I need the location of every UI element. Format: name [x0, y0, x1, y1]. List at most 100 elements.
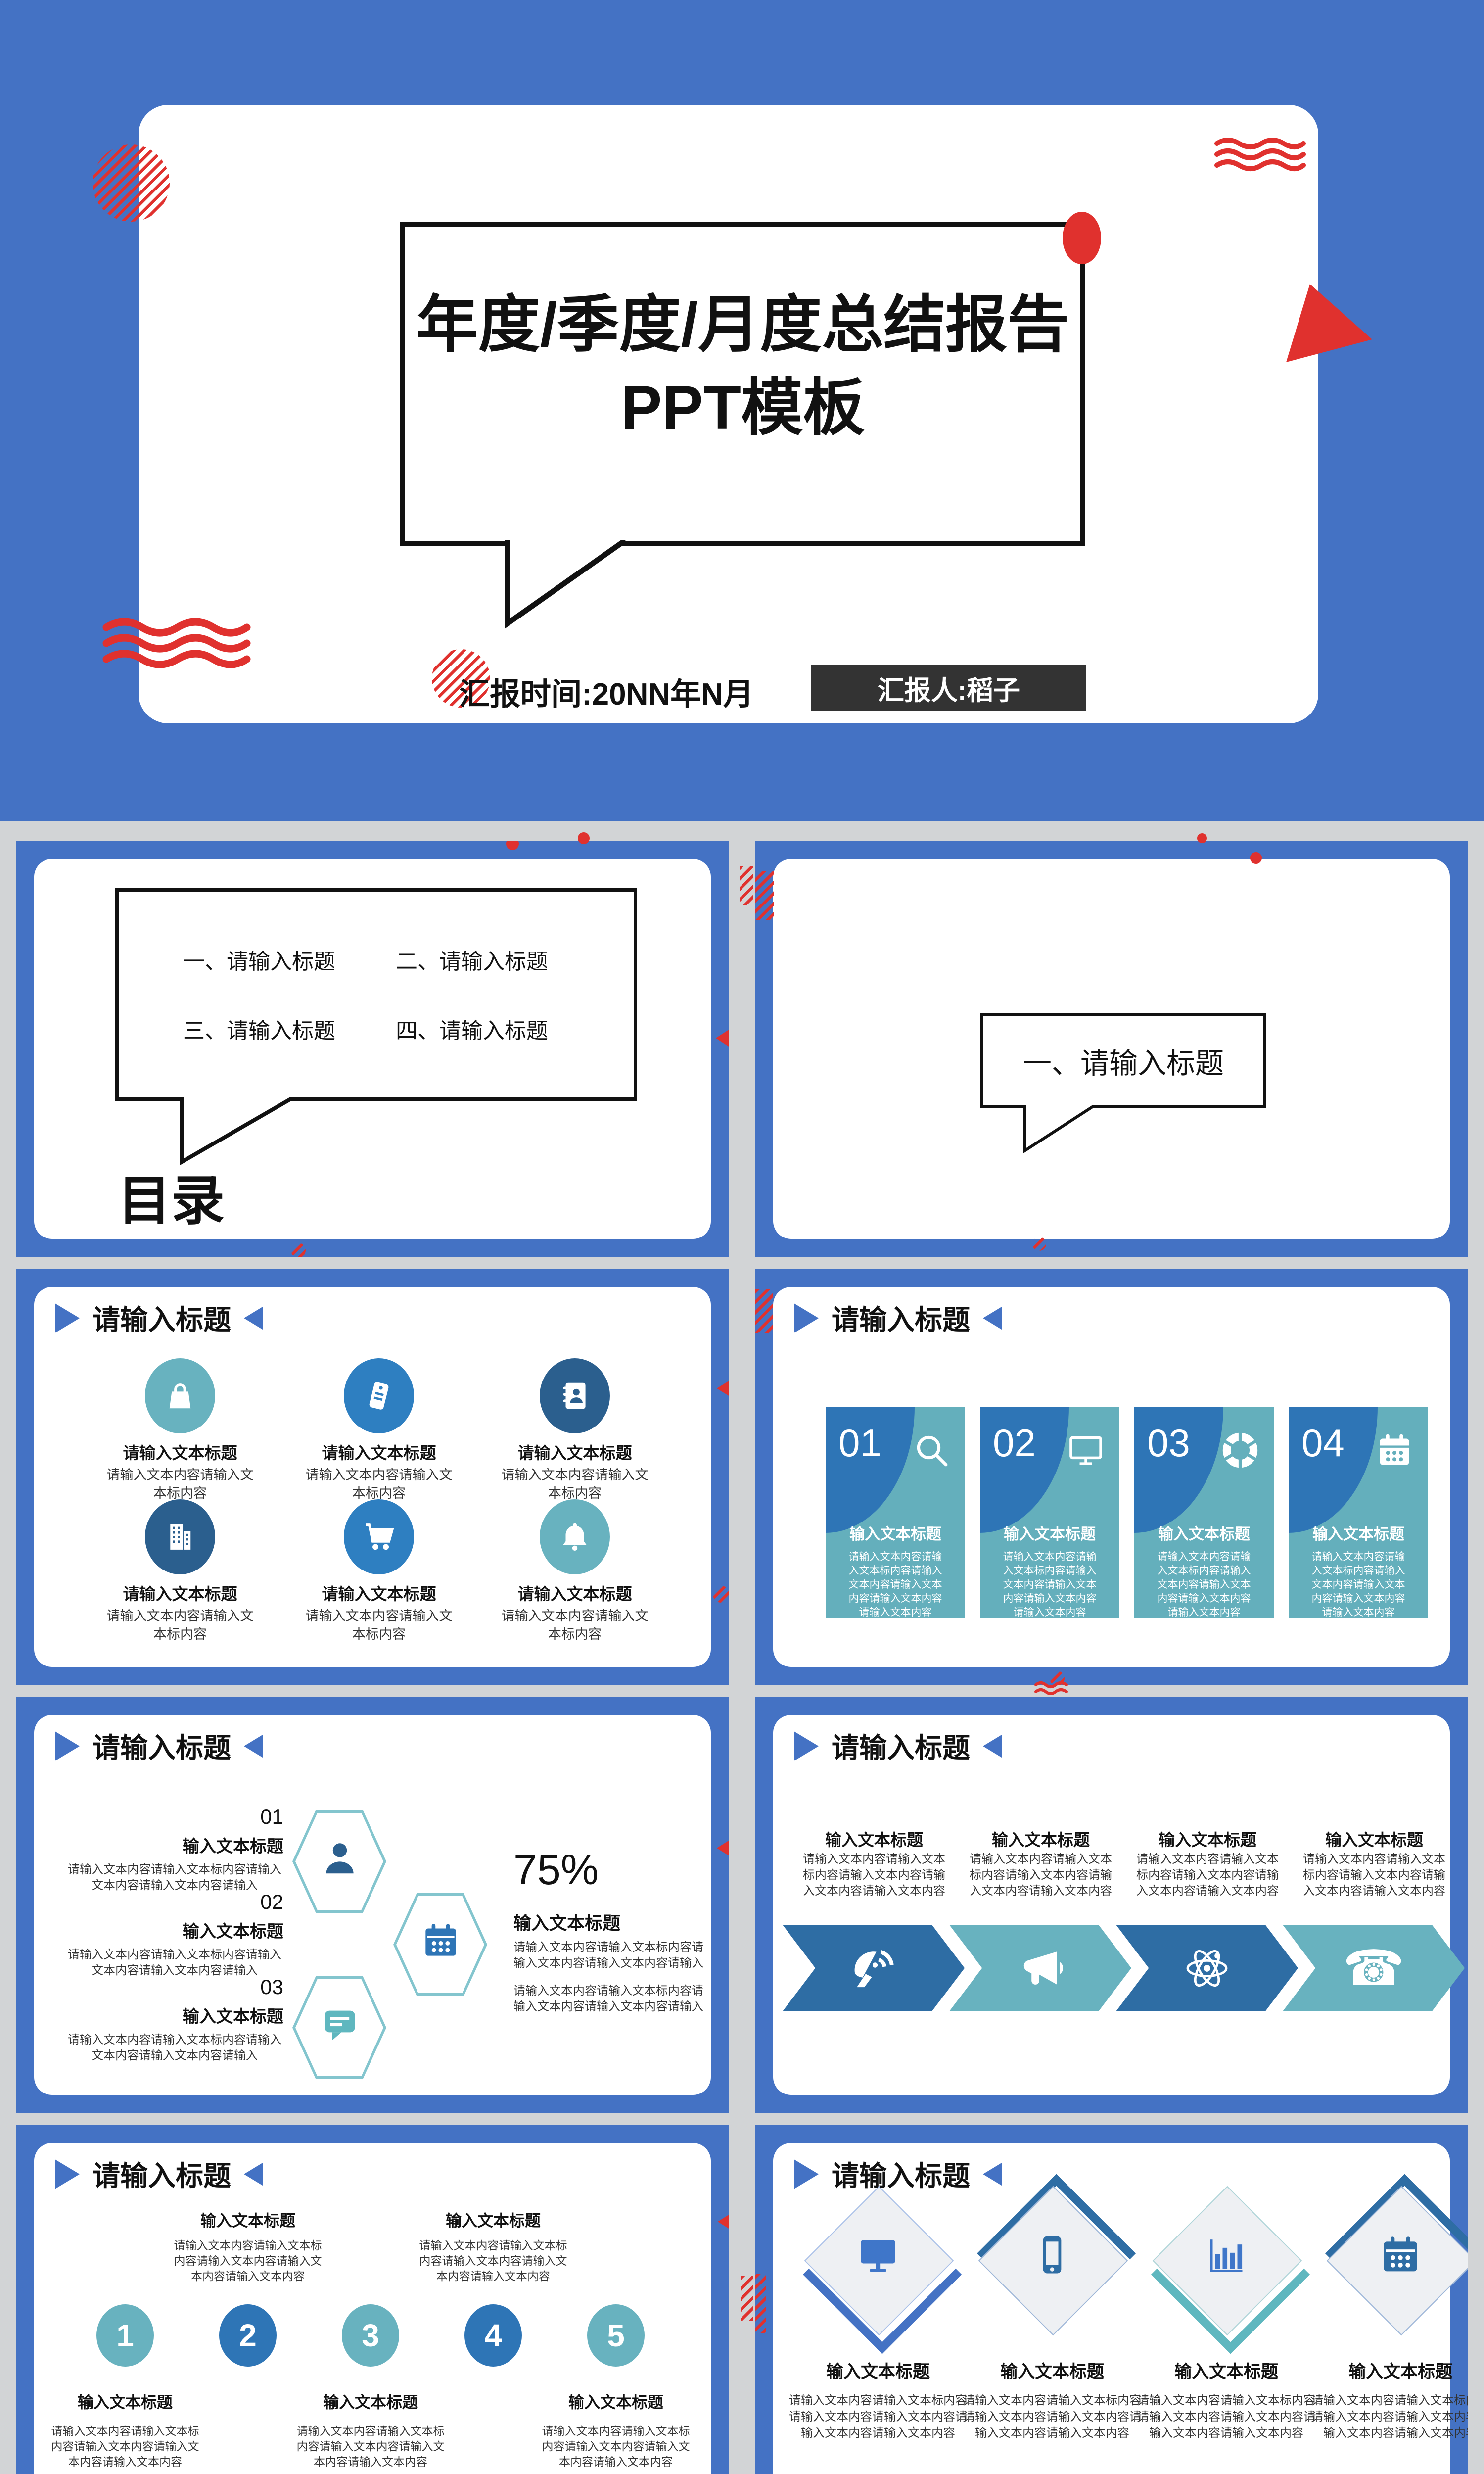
red-dot-decoration — [506, 841, 519, 850]
slide-card — [773, 1715, 1450, 2095]
waves-decoration — [1214, 138, 1306, 171]
toc-item[interactable]: 一、请输入标题 — [183, 950, 335, 974]
red-triangle-decoration — [717, 1841, 729, 1856]
hex-item-title: 输入文本标题 — [183, 1837, 283, 1856]
arrows-slide[interactable]: 请输入标题 输入文本标题 请输入文本内容请输入文本标内容请输入文本内容请输入文本… — [755, 1697, 1468, 2113]
number-card[interactable]: 01 输入文本标题 请输入文本内容请输入文本标内容请输入文本内容请输入文本内容请… — [826, 1407, 965, 1618]
step-body: 请输入文本内容请输入文本标内容请输入文本内容请输入文本内容请输入文本内容 — [174, 2239, 322, 2283]
red-dot-decoration — [1250, 852, 1262, 864]
item-title: 请输入文本标题 — [123, 1585, 237, 1603]
number-cards-slide[interactable]: 请输入标题 01 输入文本标题 请输入文本内容请输入文本标内容请输入文本内容请输… — [755, 1269, 1468, 1685]
hatch-dot-decoration — [740, 866, 753, 905]
card-body: 请输入文本内容请输入文本标内容请输入文本内容请输入文本内容请输入文本内容请输入文… — [1157, 1551, 1251, 1618]
triangle-left-icon — [244, 1306, 263, 1330]
atom-icon — [1181, 1943, 1233, 1994]
number-card[interactable]: 03 输入文本标题 请输入文本内容请输入文本标内容请输入文本内容请输入文本内容请… — [1134, 1407, 1274, 1618]
reporter-label: 汇报人:稻子 — [878, 675, 1020, 706]
slide-card — [34, 1287, 711, 1667]
red-dot-decoration — [1197, 833, 1207, 843]
diamond-title: 输入文本标题 — [1348, 2362, 1452, 2381]
hatch-fragment-decoration — [755, 871, 774, 920]
card-number: 03 — [1147, 1421, 1190, 1465]
toc-bubble: 一、请输入标题 二、请输入标题 三、请输入标题 四、请输入标题 — [115, 888, 637, 1101]
card-number: 02 — [993, 1421, 1036, 1465]
section-slide[interactable]: 一、请输入标题 — [755, 841, 1468, 1257]
card-title: 输入文本标题 — [1158, 1525, 1250, 1543]
bubble-tail — [505, 540, 627, 629]
monitor-icon — [799, 2181, 957, 2329]
steps-slide[interactable]: 请输入标题 输入文本标题 请输入文本内容请输入文本标内容请输入文本内容请输入文本… — [16, 2125, 729, 2474]
step-body: 请输入文本内容请输入文本标内容请输入文本内容请输入文本内容请输入文本内容 — [51, 2425, 199, 2468]
hex-item-body: 请输入文本内容请输入文本标内容请输入文本内容请输入文本内容请输入 — [68, 2033, 281, 2062]
step-number: 5 — [607, 2318, 625, 2353]
toc-slide[interactable]: 一、请输入标题 二、请输入标题 三、请输入标题 四、请输入标题 目录 — [16, 841, 729, 1257]
section-title: 一、请输入标题 — [1022, 1047, 1224, 1080]
hatch-dot-decoration — [713, 1586, 729, 1603]
arrow-body: 请输入文本内容请输入文本标内容请输入文本内容请输入文本内容请输入文本内容 — [1136, 1853, 1279, 1898]
person-icon — [317, 1835, 363, 1880]
step-number: 1 — [116, 2318, 134, 2353]
arrow-body: 请输入文本内容请输入文本标内容请输入文本内容请输入文本内容请输入文本内容 — [1303, 1853, 1445, 1898]
hexagon-slide[interactable]: 请输入标题 01 输入文本标题 请输入文本内容请输入文本标内容请输入文本内容请输… — [16, 1697, 729, 2113]
contact-book-icon — [540, 1358, 610, 1433]
telephone-icon: ☎ — [1343, 1939, 1405, 1997]
satellite-icon — [848, 1943, 899, 1994]
red-triangle-decoration — [717, 1380, 729, 1396]
icon-grid-slide[interactable]: 请输入标题 请输入文本标题 请输入文本内容请输入文本标内容 请输入文本标题 请输… — [16, 1269, 729, 1685]
arrow-title: 输入文本标题 — [1325, 1831, 1423, 1849]
item-body: 请输入文本内容请输入文本标内容 — [305, 1468, 453, 1501]
chat-icon — [317, 2002, 363, 2047]
hatch-dot-decoration — [291, 1243, 306, 1257]
red-dot-decoration — [1063, 212, 1101, 264]
diamonds-slide[interactable]: 请输入标题 输入文本标题 请输入文本内容请输入文本标内容请输入文本内容请输入文本… — [755, 2125, 1468, 2474]
toc-item[interactable]: 三、请输入标题 — [183, 1019, 335, 1043]
magnifier-icon — [910, 1428, 953, 1472]
step-circle: 2 — [219, 2304, 277, 2367]
number-card[interactable]: 02 输入文本标题 请输入文本内容请输入文本标内容请输入文本内容请输入文本内容请… — [980, 1407, 1119, 1618]
item-body: 请输入文本内容请输入文本标内容 — [106, 1468, 254, 1501]
step-number: 3 — [362, 2318, 379, 2353]
toc-item[interactable]: 四、请输入标题 — [396, 1019, 548, 1043]
waves-fragment-decoration — [1034, 1681, 1068, 1695]
slide-title: 请输入标题 — [93, 1732, 231, 1763]
triangle-left-icon — [244, 2162, 263, 2186]
hex-item-body: 请输入文本内容请输入文本标内容请输入文本内容请输入文本内容请输入 — [68, 1948, 281, 1977]
step-title: 输入文本标题 — [77, 2393, 173, 2411]
step-title: 输入文本标题 — [200, 2212, 295, 2230]
triangle-left-icon — [983, 2162, 1002, 2186]
step-title: 输入文本标题 — [323, 2393, 418, 2411]
hatch-fragment-decoration — [755, 2274, 766, 2333]
slide-title: 请输入标题 — [832, 1304, 970, 1335]
triangle-left-icon — [983, 1734, 1002, 1758]
number-card[interactable]: 04 输入文本标题 请输入文本内容请输入文本标内容请输入文本内容请输入文本内容请… — [1289, 1407, 1428, 1618]
bar-chart-icon — [1147, 2181, 1305, 2329]
slide-title: 请输入标题 — [832, 1732, 970, 1763]
cover-slide[interactable]: 年度/季度/月度总结报告 PPT模板 汇报时间:20NN年N月 汇报人:稻子 — [0, 0, 1484, 821]
diamond-body: 请输入文本内容请输入文本标内容请输入文本内容请输入文本内容请输入文本内容请输入文… — [1311, 2394, 1468, 2440]
aperture-icon — [1218, 1428, 1262, 1472]
hatch-circle-decoration — [93, 144, 170, 222]
hex-item-body: 请输入文本内容请输入文本标内容请输入文本内容请输入文本内容请输入 — [68, 1863, 281, 1892]
triangle-right-icon — [55, 1303, 80, 1333]
cover-title-bubble: 年度/季度/月度总结报告 PPT模板 — [400, 222, 1085, 546]
smartphone-icon — [973, 2181, 1131, 2329]
item-body: 请输入文本内容请输入文本标内容 — [305, 1609, 453, 1642]
percent-value: 75% — [513, 1846, 599, 1894]
red-triangle-decoration — [718, 2214, 729, 2229]
arrow-body: 请输入文本内容请输入文本标内容请输入文本内容请输入文本内容请输入文本内容 — [803, 1853, 945, 1898]
step-body: 请输入文本内容请输入文本标内容请输入文本内容请输入文本内容请输入文本内容 — [542, 2425, 690, 2468]
arrow-body: 请输入文本内容请输入文本标内容请输入文本内容请输入文本内容请输入文本内容 — [970, 1853, 1112, 1898]
slide-title: 请输入标题 — [93, 2160, 231, 2191]
hatch-circle-decoration — [432, 649, 490, 708]
megaphone-icon — [1015, 1943, 1066, 1994]
hex-item-number: 01 — [260, 1805, 283, 1828]
card-number: 04 — [1301, 1421, 1345, 1465]
item-body: 请输入文本内容请输入文本标内容 — [501, 1468, 649, 1501]
cover-title: 年度/季度/月度总结报告 PPT模板 — [405, 227, 1080, 450]
card-number: 01 — [838, 1421, 881, 1465]
cover-title-line2: PPT模板 — [620, 374, 865, 442]
bell-icon — [540, 1499, 610, 1574]
slide-title: 请输入标题 — [93, 1304, 231, 1335]
toc-item[interactable]: 二、请输入标题 — [396, 950, 548, 974]
building-icon — [145, 1499, 215, 1574]
